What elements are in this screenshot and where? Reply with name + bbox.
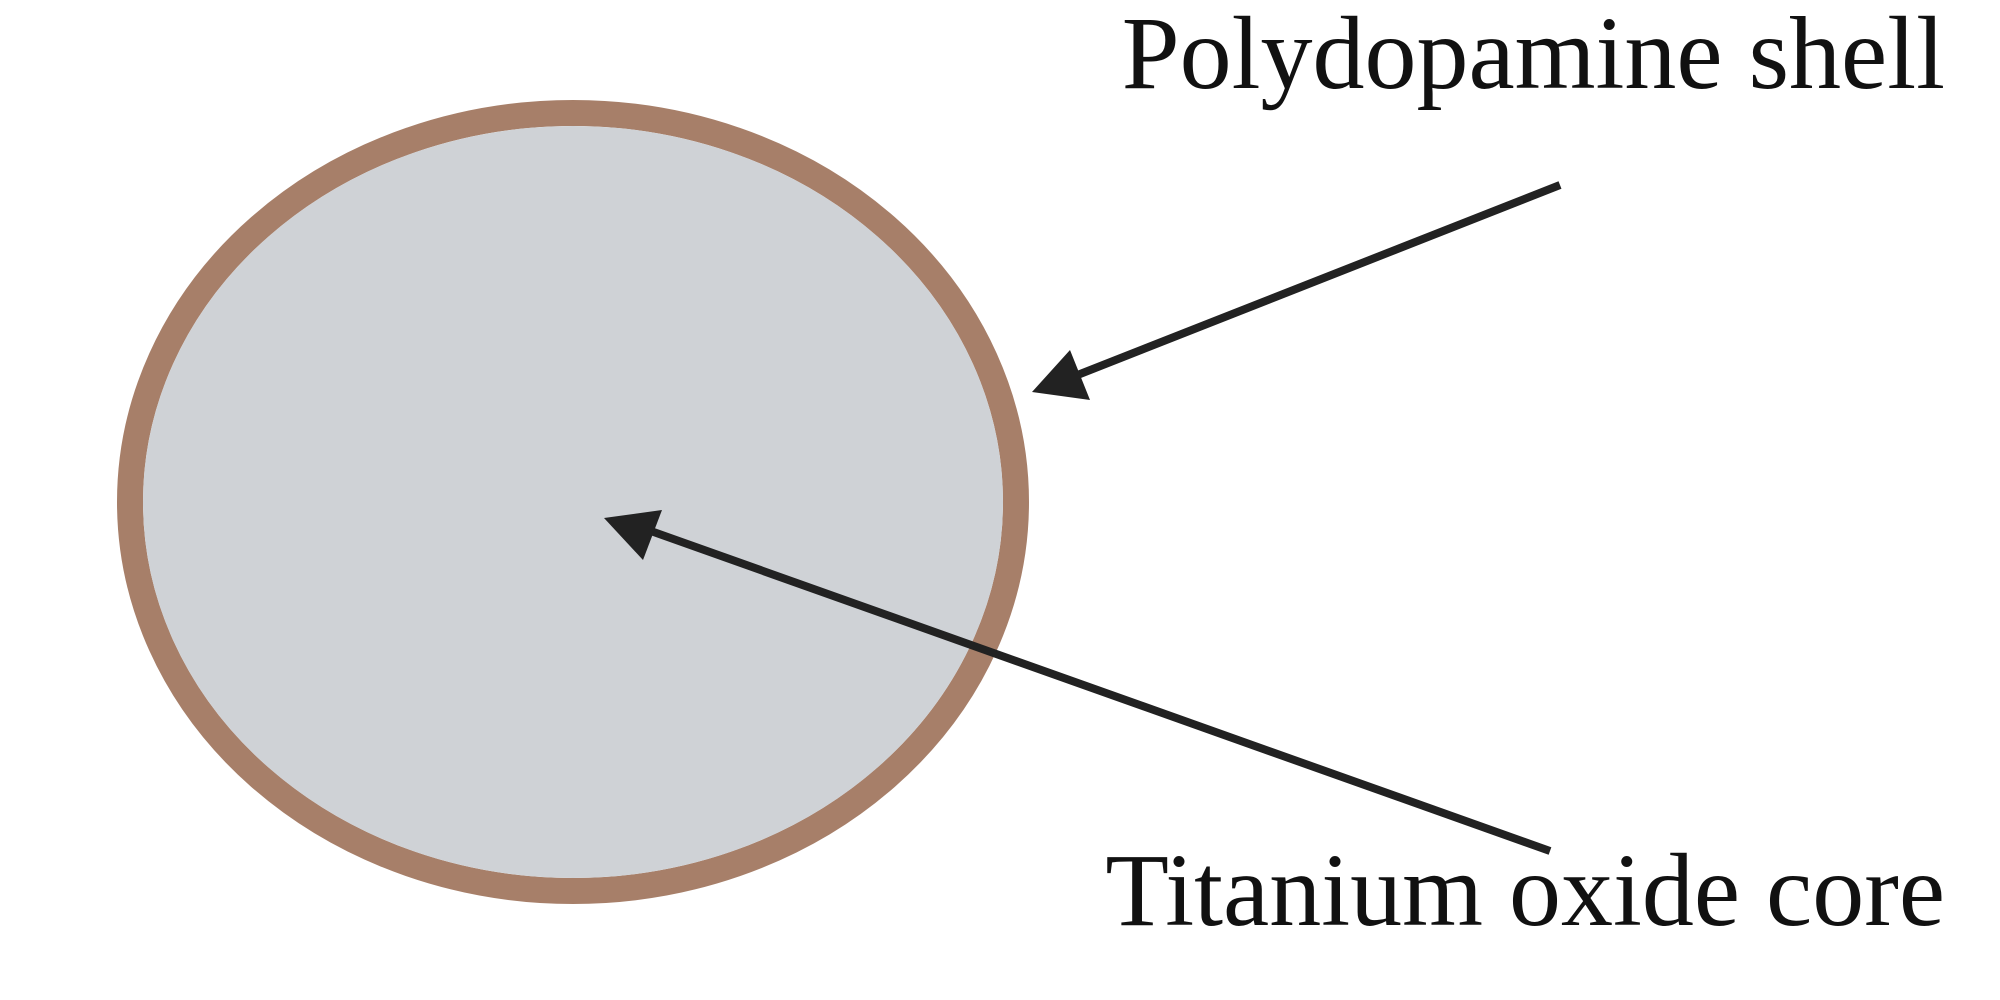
core-label: Titanium oxide core [1105,833,1945,948]
shell-label: Polydopamine shell [1122,0,1945,111]
core-arrow [604,510,1552,855]
core-arrow-shaft [646,526,1552,855]
core-shell-particle [117,100,1029,904]
shell-arrow-shaft [1073,181,1562,380]
shell-arrowhead [1032,350,1090,400]
shell-arrow [1032,181,1562,400]
polydopamine-shell-ring [117,100,1029,904]
core-arrowhead [604,510,662,560]
titanium-oxide-core [143,126,1003,878]
